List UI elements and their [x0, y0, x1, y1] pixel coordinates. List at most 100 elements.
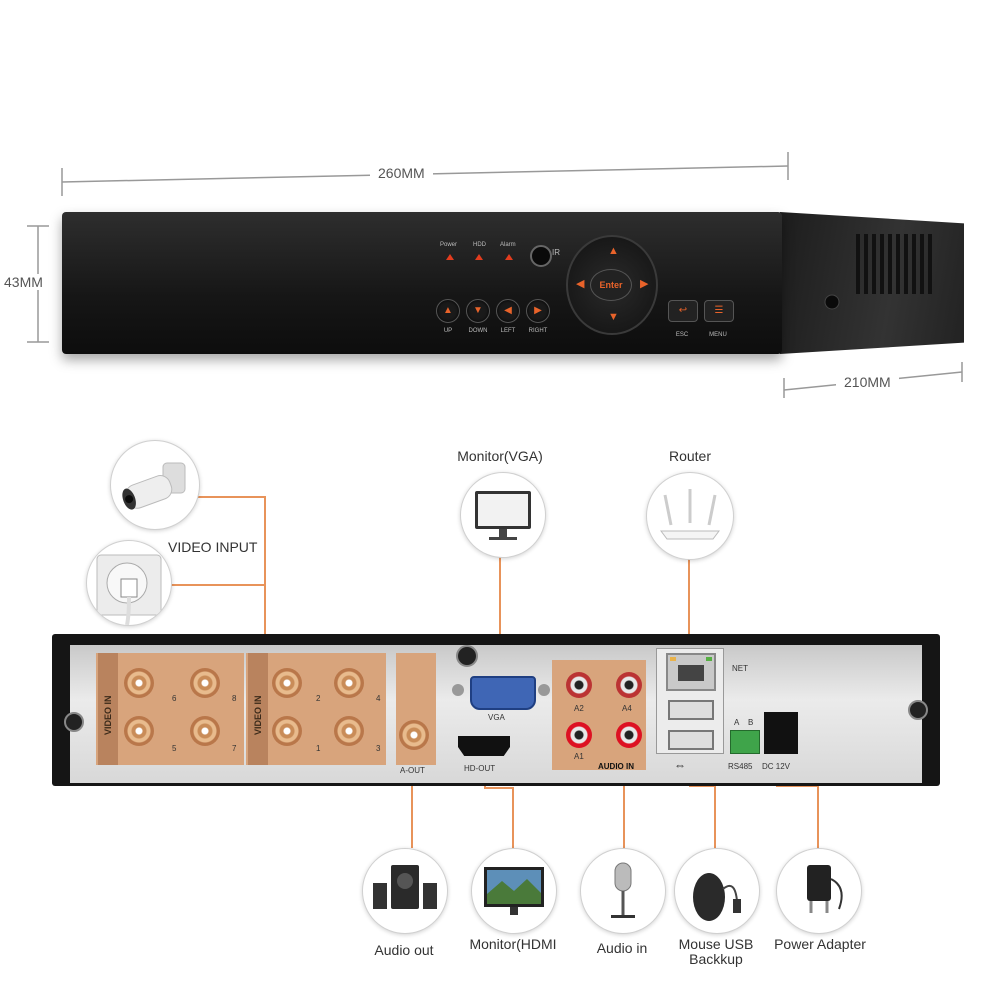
microphone-icon — [611, 862, 635, 918]
menu-icon: ☰ — [714, 305, 724, 316]
dvr-front-panel: Power HDD Alarm IR ▲ ▼ ◀ ▶ UP DOWN LEFT … — [62, 212, 782, 354]
link-led-icon — [670, 657, 676, 661]
led-label-hdd: HDD — [473, 242, 486, 248]
audio-label-a2: A2 — [574, 704, 584, 713]
speaker-icon — [373, 865, 437, 909]
menu-button[interactable]: ☰ — [704, 300, 734, 322]
microphone-circle — [580, 848, 666, 934]
power-adapter-label: Power Adapter — [774, 936, 866, 952]
return-icon: ↩ — [678, 305, 688, 316]
vga-screw-left-icon — [452, 684, 464, 696]
aout-port[interactable] — [399, 720, 429, 750]
audio-port-a4[interactable] — [616, 672, 642, 698]
audio-port-a1[interactable] — [566, 722, 592, 748]
video-in-block-b — [246, 653, 386, 765]
bnc-num-1: 1 — [316, 744, 321, 753]
rs485-b-label: B — [748, 718, 754, 727]
line-camera — [198, 496, 266, 668]
monitor-icon — [475, 491, 531, 540]
usb-port-2[interactable] — [668, 730, 714, 750]
dial-down-icon[interactable]: ▼ — [608, 311, 619, 323]
bnc-port-8[interactable] — [190, 668, 220, 698]
dc-power-jack[interactable] — [764, 712, 798, 754]
led-label-power: Power — [440, 242, 458, 248]
monitor-hdmi-circle — [471, 848, 557, 934]
backup-label: Backkup — [689, 951, 743, 967]
mouse-usb-label: Mouse USB — [678, 936, 754, 952]
ethernet-jack-icon — [678, 665, 704, 681]
dim-height-label: 43MM — [0, 274, 47, 290]
activity-led-icon — [706, 657, 712, 661]
dial-left-icon[interactable]: ◀ — [576, 278, 585, 290]
esc-button[interactable]: ↩ — [668, 300, 698, 322]
monitor-hdmi-icon — [484, 867, 544, 915]
video-in-label-a: VIDEO IN — [103, 695, 113, 735]
bnc-port-5[interactable] — [124, 716, 154, 746]
bnc-num-6: 6 — [172, 694, 177, 703]
bnc-num-3: 3 — [376, 744, 381, 753]
led-label-alarm: Alarm — [500, 242, 516, 248]
audio-in-label: AUDIO IN — [598, 762, 634, 771]
hdmi-port[interactable] — [458, 736, 510, 756]
video-input-label: VIDEO INPUT — [168, 539, 258, 555]
usb-port-1[interactable] — [668, 700, 714, 720]
bnc-port-3[interactable] — [334, 716, 364, 746]
video-in-label-b: VIDEO IN — [253, 695, 263, 735]
enter-button[interactable]: Enter — [590, 269, 632, 301]
video-in-strip-b — [248, 653, 268, 765]
vga-label: VGA — [488, 713, 505, 722]
audio-port-a3[interactable] — [616, 722, 642, 748]
screw-left-icon — [64, 712, 84, 732]
monitor-vga-circle — [460, 472, 546, 558]
mouse-circle — [674, 848, 760, 934]
dc-label: DC 12V — [762, 762, 791, 771]
monitor-vga-label: Monitor(VGA) — [457, 448, 543, 464]
left-button[interactable]: ◀ — [496, 299, 520, 323]
alarm-led — [505, 254, 513, 260]
up-button[interactable]: ▲ — [436, 299, 460, 323]
audio-label-a1: A1 — [574, 752, 584, 761]
power-led — [446, 254, 454, 260]
ground-screw-icon — [456, 645, 478, 667]
video-in-block-a — [96, 653, 244, 765]
ir-label: IR — [552, 248, 560, 257]
router-label: Router — [668, 448, 712, 464]
rs485-a-label: A — [734, 718, 740, 727]
bnc-port-1[interactable] — [272, 716, 302, 746]
dim-depth-label: 210MM — [836, 374, 899, 390]
menu-label: MENU — [709, 332, 727, 338]
down-button[interactable]: ▼ — [466, 299, 490, 323]
bnc-num-8: 8 — [232, 694, 237, 703]
rs485-label: RS485 — [728, 762, 753, 771]
monitor-hdmi-label: Monitor(HDMI — [469, 936, 557, 952]
audio-in-caption: Audio in — [596, 940, 648, 956]
bnc-port-2[interactable] — [272, 668, 302, 698]
audio-port-a2[interactable] — [566, 672, 592, 698]
bnc-num-7: 7 — [232, 744, 237, 753]
mouse-icon — [693, 873, 741, 921]
bnc-num-2: 2 — [316, 694, 321, 703]
down-label: DOWN — [468, 328, 488, 334]
bnc-port-7[interactable] — [190, 716, 220, 746]
wall-socket-icon — [96, 554, 162, 625]
bnc-port-4[interactable] — [334, 668, 364, 698]
bnc-port-6[interactable] — [124, 668, 154, 698]
bnc-num-4: 4 — [376, 694, 381, 703]
power-adapter-icon — [807, 865, 843, 913]
ethernet-port[interactable] — [666, 653, 716, 691]
aout-label: A-OUT — [400, 766, 425, 775]
dvr-side-panel — [780, 212, 964, 354]
dial-up-icon[interactable]: ▲ — [608, 245, 619, 257]
rs485-terminal[interactable] — [730, 730, 760, 754]
hdout-label: HD-OUT — [464, 764, 496, 773]
up-label: UP — [443, 328, 453, 334]
camera-circle — [110, 440, 200, 530]
dial-right-icon[interactable]: ▶ — [640, 278, 649, 290]
audio-out-label: Audio out — [374, 942, 434, 958]
down-arrow-icon: ▼ — [473, 305, 483, 316]
up-arrow-icon: ▲ — [443, 305, 453, 316]
video-in-strip-a — [98, 653, 118, 765]
vga-port[interactable] — [470, 676, 536, 710]
right-button[interactable]: ▶ — [526, 299, 550, 323]
navigation-dial[interactable]: ▲ ▼ ◀ ▶ Enter — [566, 235, 658, 335]
